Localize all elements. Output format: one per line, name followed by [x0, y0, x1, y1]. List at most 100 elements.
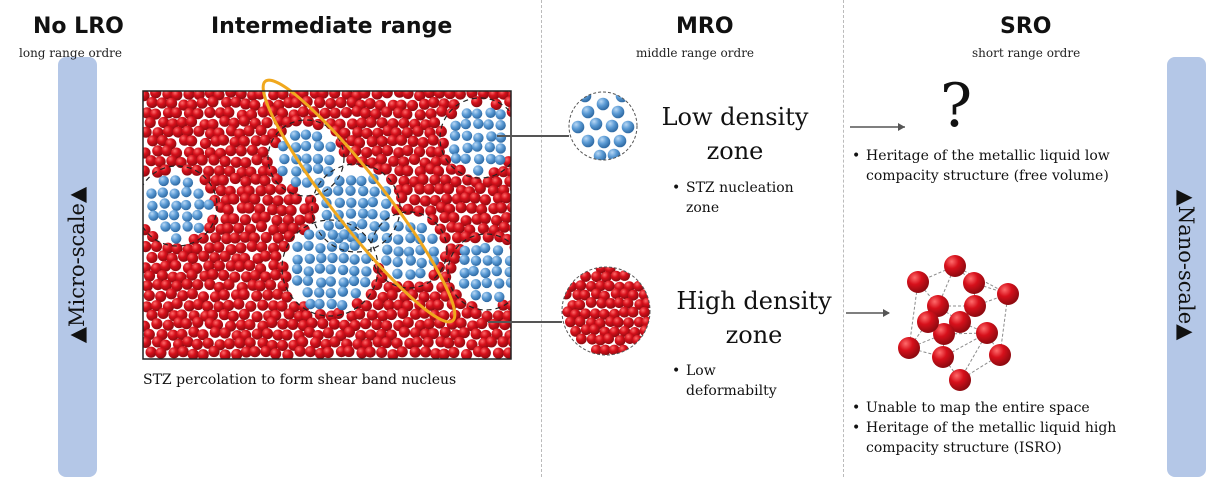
- red-atom: [186, 135, 198, 147]
- red-atom: [249, 193, 261, 205]
- red-atom: [425, 146, 437, 158]
- red-atom: [401, 108, 413, 120]
- blue-atom: [303, 240, 314, 251]
- red-atom: [215, 185, 227, 197]
- red-atom: [444, 203, 456, 215]
- red-atom: [376, 135, 388, 148]
- red-atom-zoom: [608, 344, 620, 355]
- red-atom: [209, 232, 222, 244]
- blue-atom: [312, 163, 324, 174]
- red-atom: [301, 96, 313, 108]
- red-atom: [501, 212, 511, 224]
- blue-atom: [360, 277, 371, 288]
- red-atom: [502, 310, 511, 322]
- red-atom: [251, 328, 263, 340]
- red-atom: [251, 290, 263, 302]
- red-atom: [172, 126, 184, 138]
- red-atom: [322, 346, 334, 359]
- red-atom: [223, 106, 235, 118]
- red-atom: [250, 135, 262, 147]
- red-atom: [329, 107, 341, 119]
- red-atom: [420, 346, 432, 358]
- red-atom: [162, 107, 175, 119]
- red-atom-zoom: [579, 289, 591, 301]
- red-atom: [523, 155, 534, 166]
- red-atom: [381, 320, 393, 332]
- red-atom: [185, 116, 198, 128]
- red-atom: [192, 298, 204, 311]
- blue-atom: [321, 209, 332, 221]
- red-atom: [339, 127, 351, 139]
- red-atom: [240, 176, 252, 188]
- red-atom: [402, 317, 414, 329]
- blue-atom: [160, 221, 171, 232]
- red-atom: [497, 166, 510, 178]
- red-atom: [177, 346, 189, 358]
- red-atom: [143, 270, 156, 282]
- blue-atom: [157, 187, 168, 198]
- red-atom: [381, 91, 393, 99]
- red-atom: [150, 300, 163, 312]
- red-atom: [398, 326, 411, 338]
- red-atom: [504, 175, 511, 187]
- blue-atom: [322, 186, 333, 197]
- red-atom: [427, 328, 439, 340]
- red-atom: [515, 272, 526, 283]
- red-atom-zoom: [586, 333, 598, 345]
- red-atom: [233, 298, 245, 310]
- red-atom: [522, 291, 533, 302]
- red-atom: [445, 243, 457, 255]
- red-atom: [231, 348, 243, 359]
- red-atom: [517, 144, 528, 155]
- red-atom: [261, 156, 273, 168]
- red-atom: [196, 154, 208, 166]
- red-atom: [387, 349, 399, 359]
- arrow-head-cluster: [883, 309, 890, 317]
- red-atom: [204, 278, 216, 291]
- blue-atom-zoom: [615, 92, 629, 103]
- blue-atom: [338, 253, 349, 264]
- sro-subtitle: short range ordre: [972, 46, 1081, 60]
- mro-title: MRO: [676, 14, 734, 39]
- red-atom: [352, 127, 364, 139]
- red-atom: [183, 91, 195, 100]
- red-atom: [240, 98, 252, 110]
- red-atom: [156, 270, 169, 282]
- red-atom: [441, 193, 453, 205]
- blue-atom: [458, 278, 470, 289]
- blue-atom: [325, 288, 336, 299]
- blue-atom: [324, 154, 335, 166]
- blue-atom: [301, 153, 312, 164]
- blue-atom: [168, 210, 180, 221]
- red-atom: [361, 127, 373, 140]
- red-atom: [228, 213, 240, 225]
- red-atom: [227, 310, 239, 322]
- blue-atom: [325, 276, 336, 287]
- red-atom: [219, 115, 231, 127]
- cluster-atom: [933, 323, 955, 345]
- blue-atom: [495, 109, 506, 120]
- blue-atom: [147, 200, 158, 212]
- red-atom: [401, 184, 413, 196]
- blue-atom: [182, 211, 193, 222]
- red-atom: [268, 91, 280, 101]
- red-atom: [271, 173, 283, 185]
- unknown-structure-question-mark: ?: [940, 71, 973, 141]
- red-atom: [395, 134, 408, 146]
- red-atom: [380, 163, 392, 175]
- blue-atom: [327, 252, 338, 264]
- red-atom: [156, 97, 168, 109]
- blue-atom: [326, 241, 338, 252]
- red-atom: [230, 156, 242, 168]
- red-atom: [346, 96, 358, 109]
- red-atom: [371, 319, 383, 331]
- blue-atom: [337, 264, 349, 276]
- red-atom: [207, 118, 219, 131]
- red-atom: [260, 231, 272, 244]
- red-atom: [343, 345, 355, 358]
- red-atom: [223, 299, 235, 312]
- blue-atom: [345, 185, 356, 196]
- blue-atom: [449, 144, 460, 155]
- high-density-title: High density zone: [664, 284, 844, 352]
